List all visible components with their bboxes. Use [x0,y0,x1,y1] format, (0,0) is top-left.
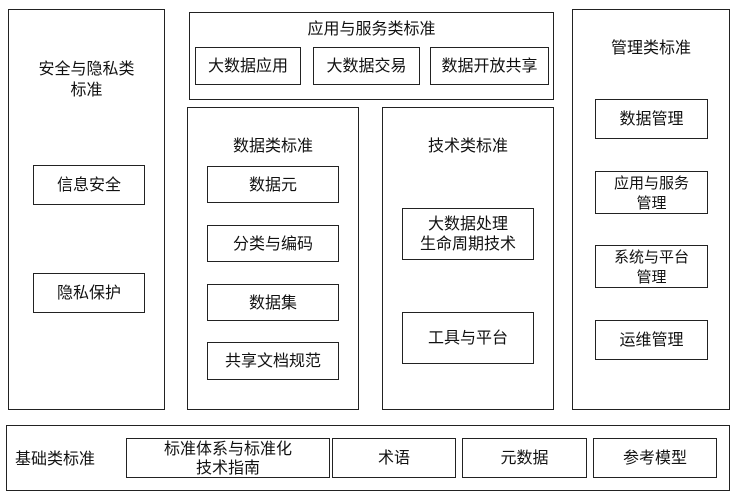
application-service-title: 应用与服务类标准 [307,19,436,38]
standard-system-guide-box: 标准体系与标准化 技术指南 [126,438,330,478]
technology-standards-title: 技术类标准 [427,136,508,155]
bigdata-trading-box: 大数据交易 [313,47,420,85]
privacy-protection-box: 隐私保护 [33,273,145,313]
reference-model-box: 参考模型 [593,438,717,478]
data-element-box: 数据元 [207,166,339,203]
foundation-standards-title: 基础类标准 [15,449,96,468]
operations-management-box: 运维管理 [595,320,708,360]
security-privacy-title: 安全与隐私类 标准 [38,59,135,99]
dataset-box: 数据集 [207,284,339,321]
bigdata-application-box: 大数据应用 [195,47,301,85]
technology-standards-group: 技术类标准 大数据处理 生命周期技术 工具与平台 [382,107,554,410]
info-security-box: 信息安全 [33,165,145,205]
tools-platform-box: 工具与平台 [402,312,534,364]
classification-coding-box: 分类与编码 [207,225,339,262]
application-service-group: 应用与服务类标准 大数据应用 大数据交易 数据开放共享 [189,12,554,100]
data-standards-title: 数据类标准 [232,136,313,155]
management-standards-title: 管理类标准 [610,38,691,57]
lifecycle-technology-box: 大数据处理 生命周期技术 [402,208,534,260]
terminology-box: 术语 [332,438,456,478]
management-standards-group: 管理类标准 数据管理 应用与服务 管理 系统与平台 管理 运维管理 [572,9,730,410]
data-management-box: 数据管理 [595,99,708,139]
metadata-box: 元数据 [462,438,587,478]
application-service-management-box: 应用与服务 管理 [595,171,708,214]
data-standards-group: 数据类标准 数据元 分类与编码 数据集 共享文档规范 [187,107,359,410]
system-platform-management-box: 系统与平台 管理 [595,245,708,288]
foundation-standards-group: 基础类标准 标准体系与标准化 技术指南 术语 元数据 参考模型 [6,425,730,491]
shared-document-spec-box: 共享文档规范 [207,342,339,380]
data-open-sharing-box: 数据开放共享 [430,47,549,85]
security-privacy-group: 安全与隐私类 标准 信息安全 隐私保护 [8,9,165,410]
